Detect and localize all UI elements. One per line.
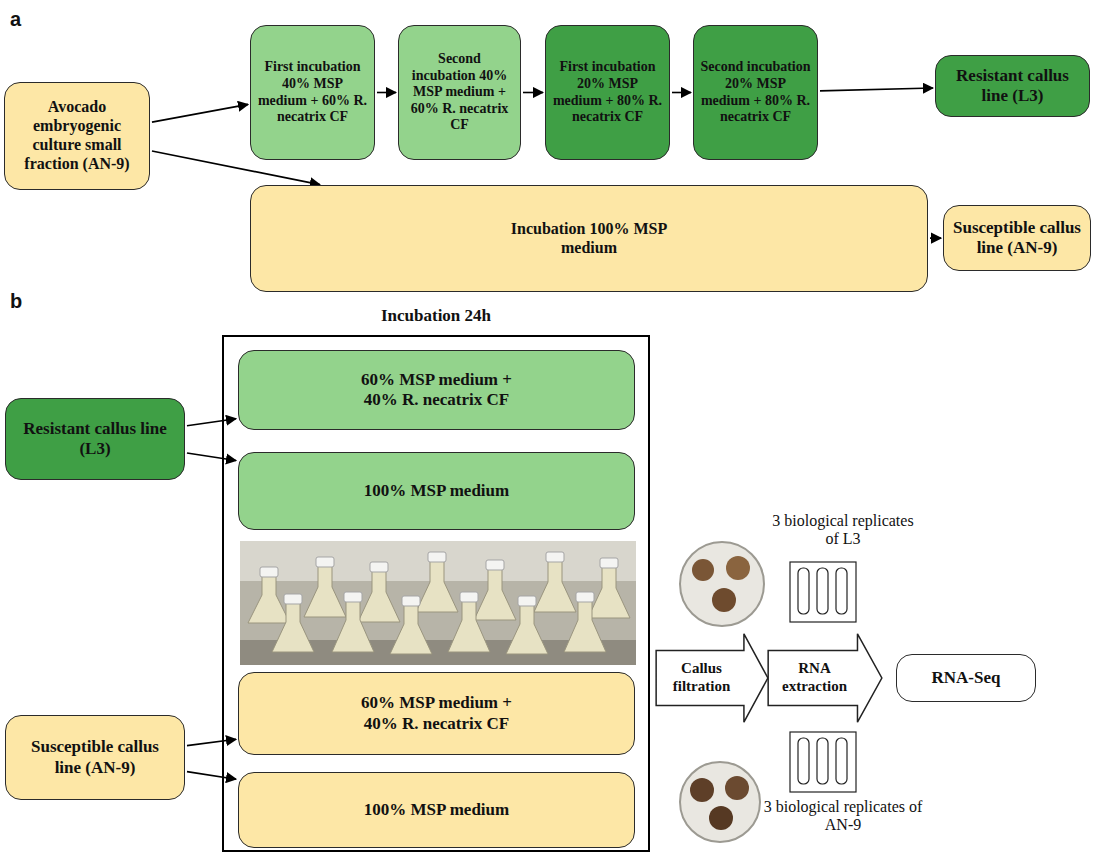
node-text: First incubation 20% MSP medium + 80% R.… (552, 59, 663, 125)
node-text: Incubation 100% MSP medium (504, 220, 674, 258)
node-text: Resistant callus line (L3) (20, 419, 170, 459)
treatment-box: 100% MSP medium (238, 452, 635, 530)
flow-arrow (187, 453, 236, 460)
container-heading: Incubation 24h (224, 306, 648, 326)
flow-arrow (523, 92, 543, 94)
treatment-box: 60% MSP medium + 40% R. necatrix CF (238, 672, 635, 755)
treatment-box: 100% MSP medium (238, 772, 635, 848)
block-arrow: Callus filtration (655, 632, 769, 724)
result-box: RNA-Seq (896, 654, 1036, 702)
node-text: Second incubation 40% MSP medium + 60% R… (405, 51, 514, 134)
panel-label: a (10, 8, 40, 31)
callus-line-box: Susceptible callus line (AN-9) (5, 715, 185, 800)
replicate-label: 3 biological replicates of L3 (768, 512, 918, 548)
flow-arrow (377, 92, 396, 94)
node-text: 60% MSP medium + 40% R. necatrix CF (347, 693, 527, 733)
node-text: Resistant callus line (L3) (942, 66, 1083, 106)
result-box: Resistant callus line (L3) (935, 55, 1090, 117)
result-box: Susceptible callus line (AN-9) (943, 205, 1091, 271)
node-text: RNA extraction (770, 660, 859, 695)
petri-dish (680, 762, 760, 842)
node-text: Susceptible callus line (AN-9) (950, 218, 1084, 258)
node-text: Avocado embryogenic culture small fracti… (11, 98, 143, 174)
replicate-label: 3 biological replicates of AN-9 (763, 798, 923, 834)
flow-arrow (187, 739, 236, 745)
node-text: First incubation 40% MSP medium + 60% R.… (257, 59, 368, 125)
incubation-box: First incubation 20% MSP medium + 80% R.… (545, 25, 670, 160)
flow-arrow (187, 419, 236, 426)
incubation-box: Second incubation 20% MSP medium + 80% R… (693, 25, 818, 160)
flow-arrow (152, 104, 248, 122)
flow-arrow (930, 237, 941, 239)
block-arrow: RNA extraction (767, 632, 883, 724)
node-text: Second incubation 20% MSP medium + 80% R… (700, 59, 811, 125)
incubation-box: Second incubation 40% MSP medium + 60% R… (398, 25, 521, 160)
node-text: Susceptible callus line (AN-9) (20, 737, 170, 777)
incubation-box: Incubation 100% MSP medium (250, 185, 928, 292)
petri-dish (680, 542, 764, 626)
incubation-box: First incubation 40% MSP medium + 60% R.… (250, 25, 375, 160)
callus-line-box: Resistant callus line (L3) (5, 398, 185, 480)
node-text: RNA-Seq (932, 668, 1001, 688)
incubation-container: Incubation 24h60% MSP medium + 40% R. ne… (222, 335, 650, 852)
treatment-box: 60% MSP medium + 40% R. necatrix CF (238, 350, 635, 430)
start-box: Avocado embryogenic culture small fracti… (4, 82, 150, 190)
node-text: 100% MSP medium (364, 800, 509, 820)
node-text: 60% MSP medium + 40% R. necatrix CF (347, 370, 527, 410)
node-text: 100% MSP medium (364, 481, 509, 501)
panel-label: b (10, 290, 40, 313)
flow-arrow (187, 772, 236, 780)
flask-photo (240, 541, 636, 665)
node-text: Callus filtration (658, 660, 745, 695)
flow-arrow (672, 92, 691, 94)
flow-arrow (820, 88, 933, 91)
